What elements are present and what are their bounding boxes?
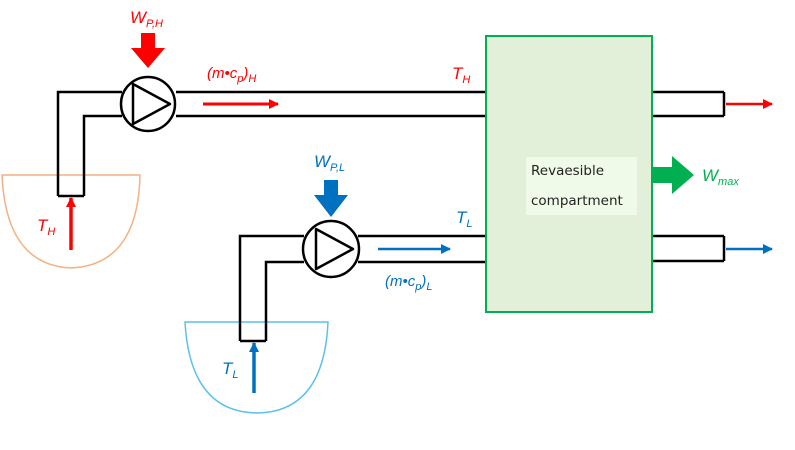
- hot-reservoir: [1, 174, 141, 269]
- hot-pump-work-arrow: [131, 33, 165, 68]
- max-work-arrow: [652, 156, 694, 194]
- hot-flow-label: (m•cp)H: [207, 65, 256, 85]
- cold-tank-temp-label: TL: [222, 359, 239, 381]
- hot-pump-work-label: WP,H: [130, 8, 163, 30]
- cold-pump: [301, 219, 361, 279]
- cold-flow-label: (m•cp)L: [385, 273, 433, 293]
- max-work-label: Wmax: [702, 166, 739, 188]
- compartment-label-line2: compartment: [531, 193, 623, 209]
- compartment-label-background: [526, 157, 637, 215]
- cold-pipe-temp-label: TL: [456, 208, 473, 230]
- hot-pipe-outer: [56, 90, 122, 196]
- hot-pipe-temp-label: TH: [452, 64, 470, 86]
- cold-pipe-outer: [238, 234, 304, 341]
- cold-pump-work-label: WP,L: [314, 152, 345, 174]
- cold-reservoir: [184, 321, 329, 414]
- hot-tank-temp-label: TH: [37, 216, 55, 238]
- cold-pipe-inner: [264, 260, 304, 341]
- hot-pipe-inner: [82, 114, 122, 196]
- hot-pump: [119, 75, 177, 133]
- cold-pump-work-arrow: [314, 180, 348, 217]
- compartment-label-line1: Revaesible: [531, 163, 604, 179]
